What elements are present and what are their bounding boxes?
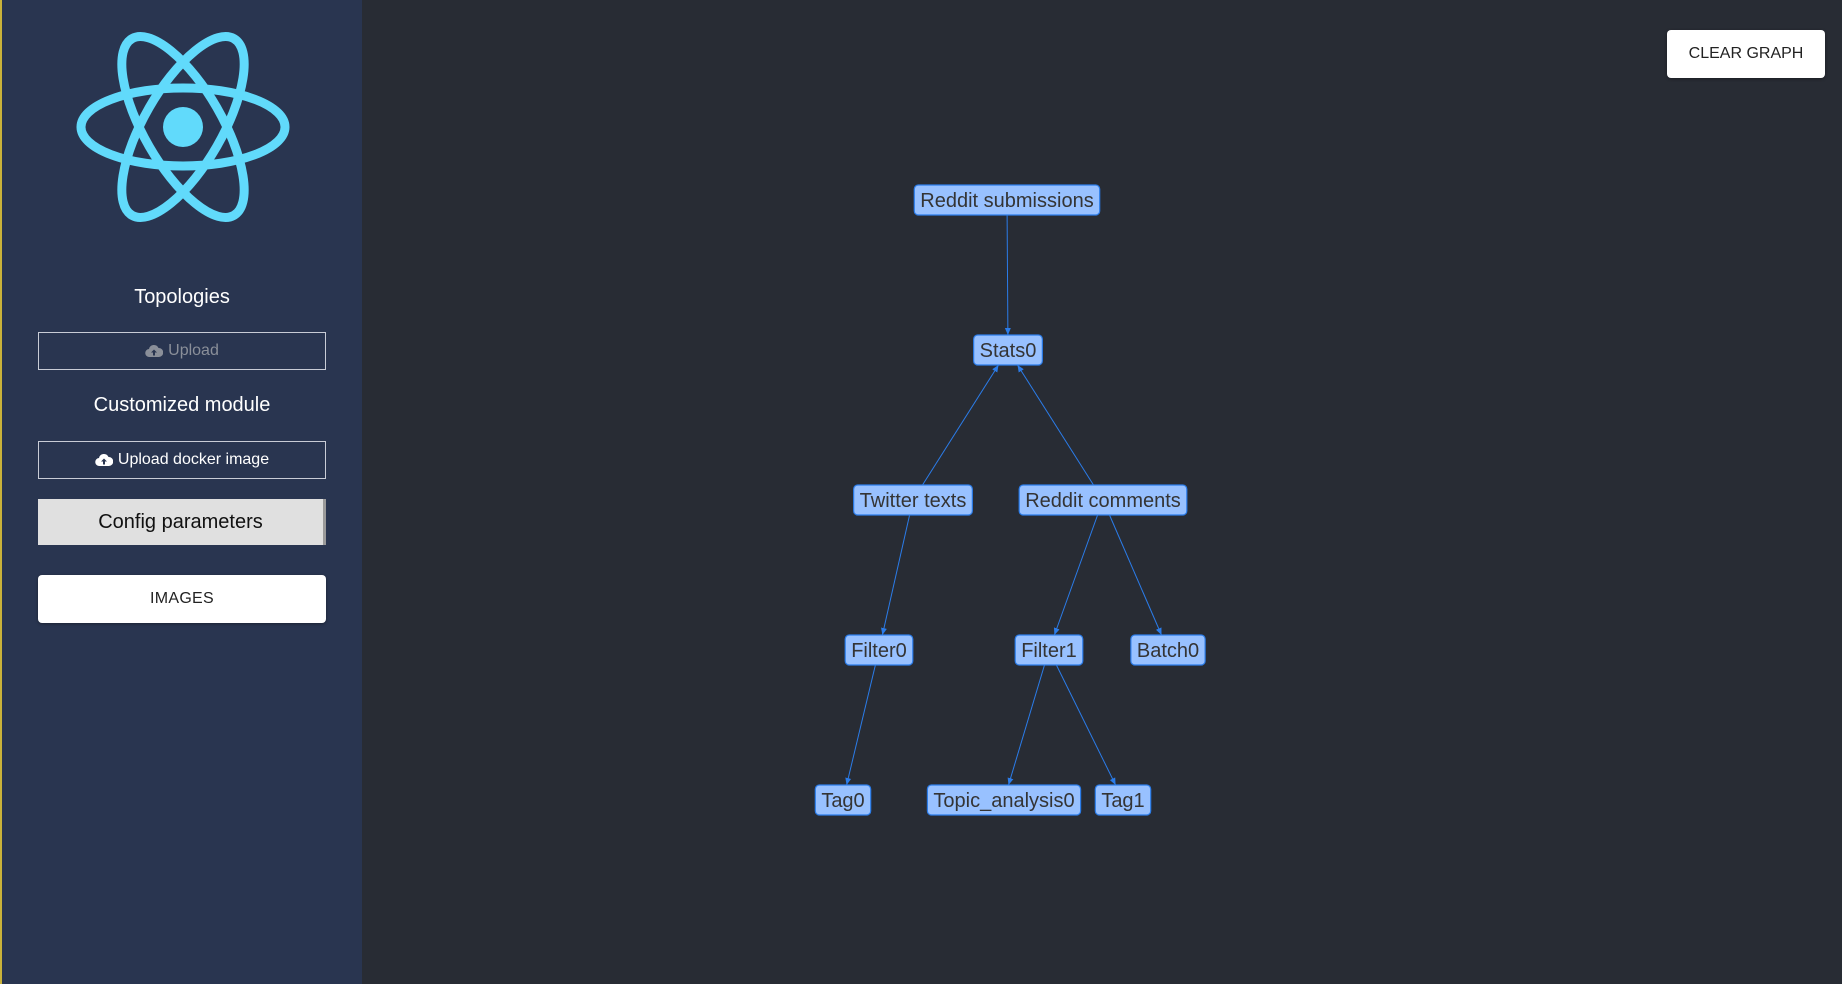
- edge-twitter-texts-to-filter0[interactable]: [881, 514, 911, 636]
- graph-node-reddit-comments[interactable]: Reddit comments: [1018, 484, 1188, 516]
- sidebar: Topologies Upload Customized module Uplo…: [2, 0, 362, 984]
- images-button[interactable]: IMAGES: [38, 575, 326, 623]
- config-parameters-button[interactable]: Config parameters: [38, 499, 326, 545]
- cloud-upload-icon: [145, 344, 164, 358]
- upload-button-label: Upload: [168, 342, 219, 359]
- graph-node-box[interactable]: [1130, 634, 1206, 666]
- clear-graph-button[interactable]: CLEAR GRAPH: [1667, 30, 1825, 78]
- graph-node-box[interactable]: [1094, 784, 1152, 816]
- edge-filter1-to-topic-analysis0[interactable]: [1007, 664, 1045, 786]
- window-edge: [0, 0, 2, 984]
- edge-reddit-comments-to-batch0[interactable]: [1109, 514, 1162, 636]
- graph-node-box[interactable]: [844, 634, 914, 666]
- graph-node-reddit-submissions[interactable]: Reddit submissions: [913, 184, 1101, 216]
- graph-node-box[interactable]: [814, 784, 872, 816]
- edge-reddit-comments-to-stats0[interactable]: [1017, 364, 1094, 486]
- graph-node-batch0[interactable]: Batch0: [1130, 634, 1206, 666]
- cloud-upload-icon: [95, 453, 113, 467]
- edge-reddit-comments-to-filter1[interactable]: [1053, 514, 1099, 636]
- react-logo-icon: [76, 32, 290, 222]
- topologies-title: Topologies: [134, 286, 230, 308]
- upload-docker-image-label: Upload docker image: [117, 451, 270, 468]
- edge-filter0-to-tag0[interactable]: [845, 664, 876, 786]
- graph-node-twitter-texts[interactable]: Twitter texts: [853, 484, 973, 516]
- graph-node-box[interactable]: [973, 334, 1043, 366]
- graph-node-filter1[interactable]: Filter1: [1014, 634, 1084, 666]
- graph-node-box[interactable]: [913, 184, 1101, 216]
- upload-docker-image-button[interactable]: Upload docker image: [38, 441, 326, 479]
- graph-node-box[interactable]: [926, 784, 1082, 816]
- edge-reddit-submissions-to-stats0[interactable]: [1004, 214, 1011, 336]
- graph-node-box[interactable]: [1014, 634, 1084, 666]
- edge-filter1-to-tag1[interactable]: [1055, 664, 1117, 786]
- graph-node-topic-analysis0[interactable]: Topic_analysis0: [926, 784, 1082, 816]
- graph-node-box[interactable]: [853, 484, 973, 516]
- graph-node-filter0[interactable]: Filter0: [844, 634, 914, 666]
- customized-module-title: Customized module: [93, 394, 271, 416]
- graph-node-box[interactable]: [1018, 484, 1188, 516]
- graph-node-tag1[interactable]: Tag1: [1094, 784, 1152, 816]
- upload-button[interactable]: Upload: [38, 332, 326, 370]
- graph-node-stats0[interactable]: Stats0: [973, 334, 1043, 366]
- graph-node-tag0[interactable]: Tag0: [814, 784, 872, 816]
- edge-twitter-texts-to-stats0[interactable]: [922, 364, 999, 486]
